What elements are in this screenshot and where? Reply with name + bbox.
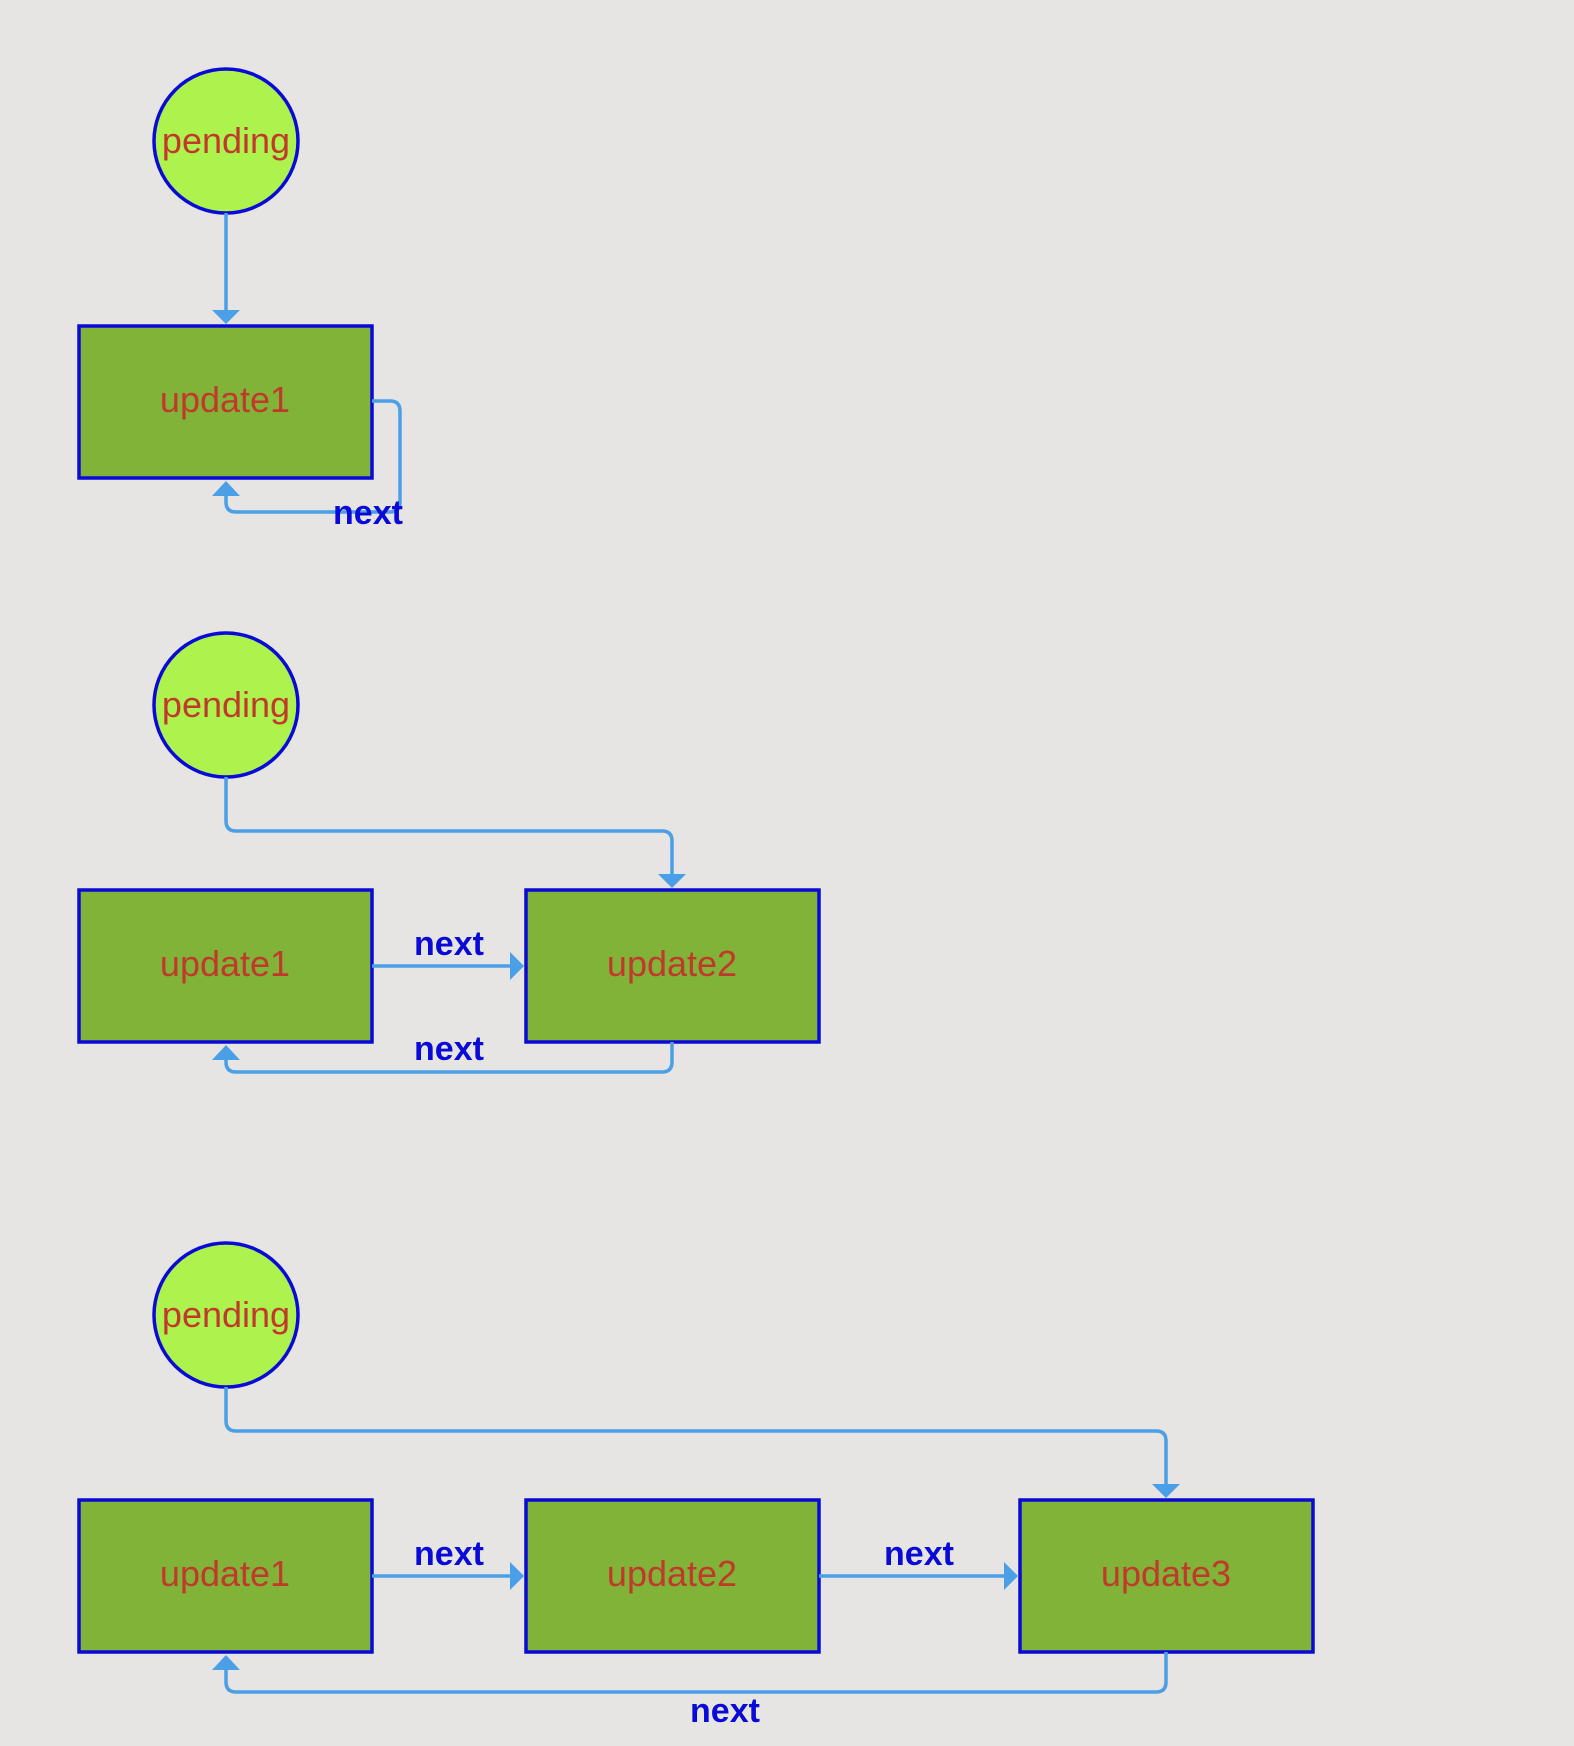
diagram-1: pending update1 next [77, 67, 403, 532]
pending-label: pending [162, 1294, 290, 1335]
update-label: update1 [160, 943, 290, 984]
pending-pointer-arrow [224, 777, 686, 888]
next-label: next [414, 1030, 484, 1068]
next-label: next [333, 494, 403, 532]
diagram-2: pending update1 update2 next next [77, 631, 821, 1074]
update-node: update2 [524, 1498, 821, 1654]
update-label: update1 [160, 1553, 290, 1594]
pending-node: pending [152, 1241, 300, 1389]
pending-label: pending [162, 684, 290, 725]
pending-label: pending [162, 120, 290, 161]
next-label: next [884, 1535, 954, 1573]
update-label: update3 [1101, 1553, 1231, 1594]
update-label: update2 [607, 1553, 737, 1594]
next-arrow [372, 952, 524, 980]
pending-node: pending [152, 67, 300, 215]
pending-node: pending [152, 631, 300, 779]
next-return-arrow [212, 1652, 1168, 1694]
update-node: update1 [77, 324, 374, 480]
update-node: update1 [77, 1498, 374, 1654]
next-self-loop-arrow [212, 399, 402, 514]
next-label: next [414, 1535, 484, 1573]
next-label: next [690, 1692, 760, 1730]
next-label: next [414, 925, 484, 963]
pending-pointer-arrow [212, 213, 240, 324]
next-return-arrow [212, 1042, 674, 1074]
next-arrow [819, 1562, 1018, 1590]
update-label: update1 [160, 379, 290, 420]
update-node: update3 [1018, 1498, 1315, 1654]
diagram-3: pending update1 update2 update3 next [77, 1241, 1315, 1730]
next-arrow [372, 1562, 524, 1590]
update-node: update2 [524, 888, 821, 1044]
update-label: update2 [607, 943, 737, 984]
pending-pointer-arrow [224, 1387, 1180, 1498]
update-node: update1 [77, 888, 374, 1044]
